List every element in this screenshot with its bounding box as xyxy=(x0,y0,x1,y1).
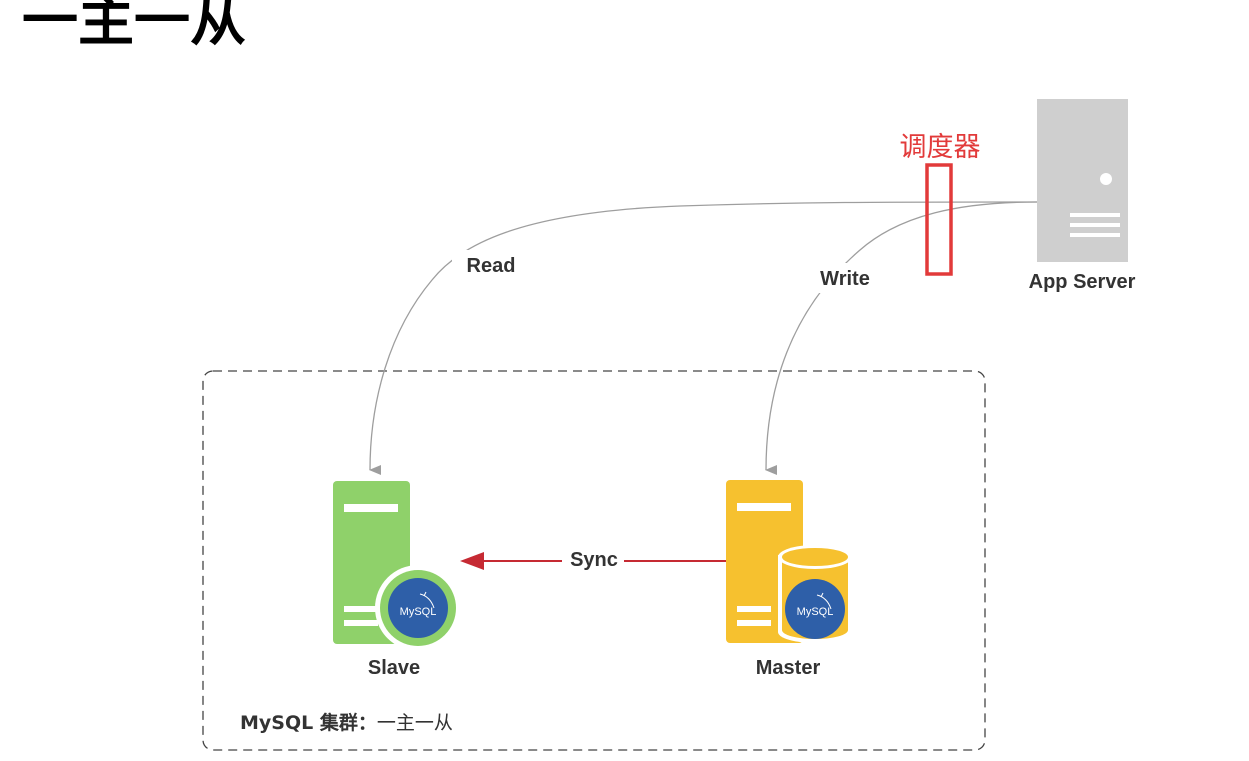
write-edge xyxy=(765,201,1038,476)
master-label: Master xyxy=(756,657,821,679)
sync-edge-label: Sync xyxy=(570,549,618,571)
scheduler-label: 调度器 xyxy=(900,132,981,163)
svg-text:MySQL: MySQL xyxy=(797,606,834,618)
read-edge xyxy=(369,201,1038,476)
app-server-label: App Server xyxy=(1029,271,1136,293)
master-server-icon xyxy=(726,480,852,643)
sync-arrowhead xyxy=(460,552,484,570)
svg-text:MySQL: MySQL xyxy=(400,606,437,618)
read-edge-label: Read xyxy=(467,255,516,277)
cluster-caption-rest: 一主一从 xyxy=(376,712,453,734)
page-title: 一主一从 xyxy=(22,0,246,54)
mysql-logo-icon: MySQL xyxy=(400,591,437,618)
slave-server-icon xyxy=(333,481,461,651)
mysql-cluster-boundary xyxy=(202,370,986,751)
scheduler-highlight xyxy=(925,163,953,276)
mysql-logo-icon: MySQL xyxy=(797,592,834,618)
app-server-icon xyxy=(1037,99,1128,262)
cluster-caption: MySQL 集群：一主一从 xyxy=(240,708,453,735)
slave-label: Slave xyxy=(368,657,420,679)
cluster-caption-bold: MySQL 集群： xyxy=(240,712,377,734)
write-edge-label: Write xyxy=(820,268,870,290)
